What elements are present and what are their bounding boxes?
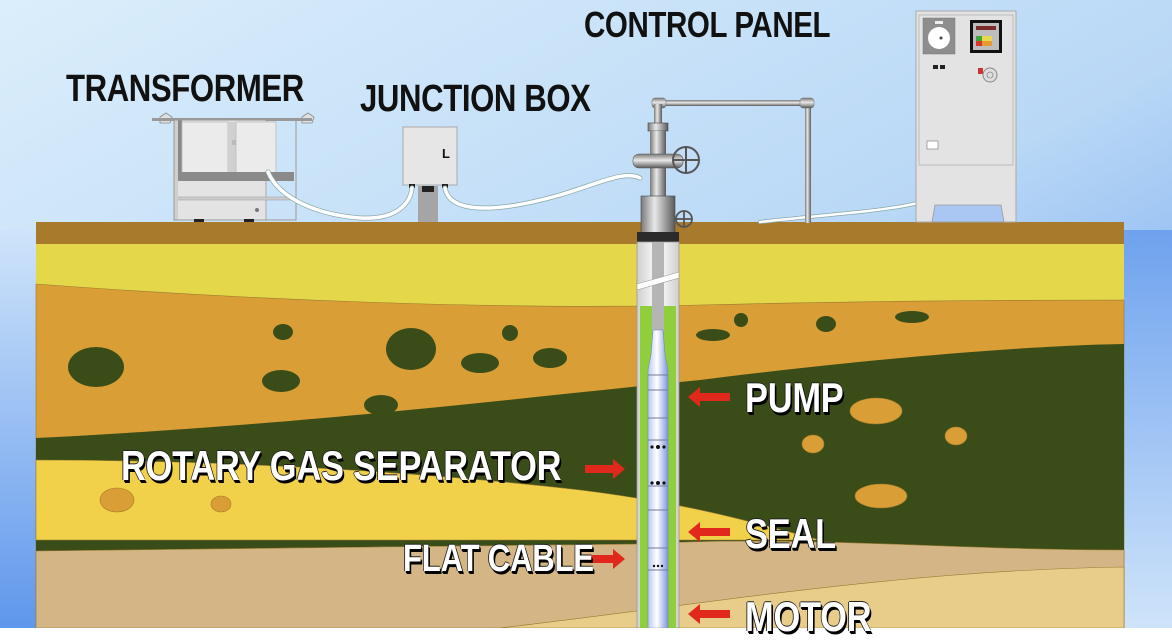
flow-line [651, 97, 815, 223]
transformer-band [174, 172, 294, 181]
wellhead-flange [637, 232, 679, 242]
pocket [386, 328, 436, 370]
orange-pockets [99, 397, 968, 513]
esp-string [647, 329, 669, 628]
junction-box-mark: L [442, 146, 450, 161]
topsoil-layer [36, 222, 1124, 244]
wellhead-casing-head [640, 195, 676, 235]
pocket [533, 348, 567, 368]
separator-ports [650, 445, 666, 568]
pocket [99, 487, 135, 513]
arrow-pump [688, 387, 730, 407]
junction-box-enclosure [402, 126, 458, 186]
pocket [849, 397, 903, 425]
esp-diagram: L [0, 0, 1172, 628]
pocket [262, 370, 300, 392]
pocket [273, 324, 293, 340]
tubing [652, 242, 664, 332]
control-panel[interactable] [915, 10, 1017, 223]
cable-band [636, 271, 680, 291]
selector-switch [978, 68, 983, 74]
pocket [502, 325, 518, 341]
flow-line-vertical [805, 103, 811, 223]
wellhead-valve-wheel-lower [675, 210, 693, 228]
pocket [210, 495, 232, 513]
arrow-seal [688, 522, 730, 542]
pocket [895, 311, 929, 323]
label-transformer: TRANSFORMER [66, 68, 304, 110]
label-junction-box: JUNCTION BOX [360, 78, 591, 120]
chart-recorder-disk [928, 27, 950, 49]
label-rotary-gas-separator: ROTARY GAS SEPARATOR [121, 442, 562, 489]
cable-transformer-to-junction [266, 170, 414, 220]
surface-cables [265, 169, 920, 224]
pocket [734, 313, 748, 327]
pocket [944, 426, 968, 446]
label-control-panel: CONTROL PANEL [584, 4, 831, 45]
control-panel-base-cutout [931, 204, 1005, 223]
cable-junction-to-wellhead [443, 173, 642, 210]
junction-box-post [418, 186, 438, 222]
label-pump: PUMP [745, 374, 844, 421]
pocket [816, 316, 836, 332]
arrow-rotary-gas-separator [585, 459, 625, 479]
pocket [364, 395, 398, 415]
junction-box[interactable]: L [402, 126, 458, 222]
well-bore [636, 241, 680, 628]
flow-line-horizontal [656, 100, 810, 106]
label-motor: MOTOR [745, 593, 872, 640]
pocket [801, 434, 825, 454]
sky-right-edge [1124, 230, 1172, 628]
label-flat-cable: FLAT CABLE [403, 538, 594, 580]
gold-layer [35, 459, 821, 541]
esp-joints [648, 374, 668, 571]
pocket [68, 347, 124, 387]
sky-left-edge [0, 230, 36, 628]
wellhead-valve-wheel-upper [672, 146, 700, 174]
pocket [696, 329, 730, 341]
arrow-motor [688, 604, 730, 624]
cable-wellhead-to-control-panel [758, 201, 920, 224]
pocket [854, 483, 908, 509]
green-pockets [68, 311, 929, 415]
earth-cross-section [35, 222, 1125, 628]
callout-arrows [585, 387, 730, 624]
wellhead[interactable] [632, 122, 700, 242]
arrow-flat-cable [585, 549, 625, 569]
label-seal: SEAL [745, 510, 836, 557]
transformer[interactable] [150, 112, 315, 222]
pocket [461, 353, 499, 373]
